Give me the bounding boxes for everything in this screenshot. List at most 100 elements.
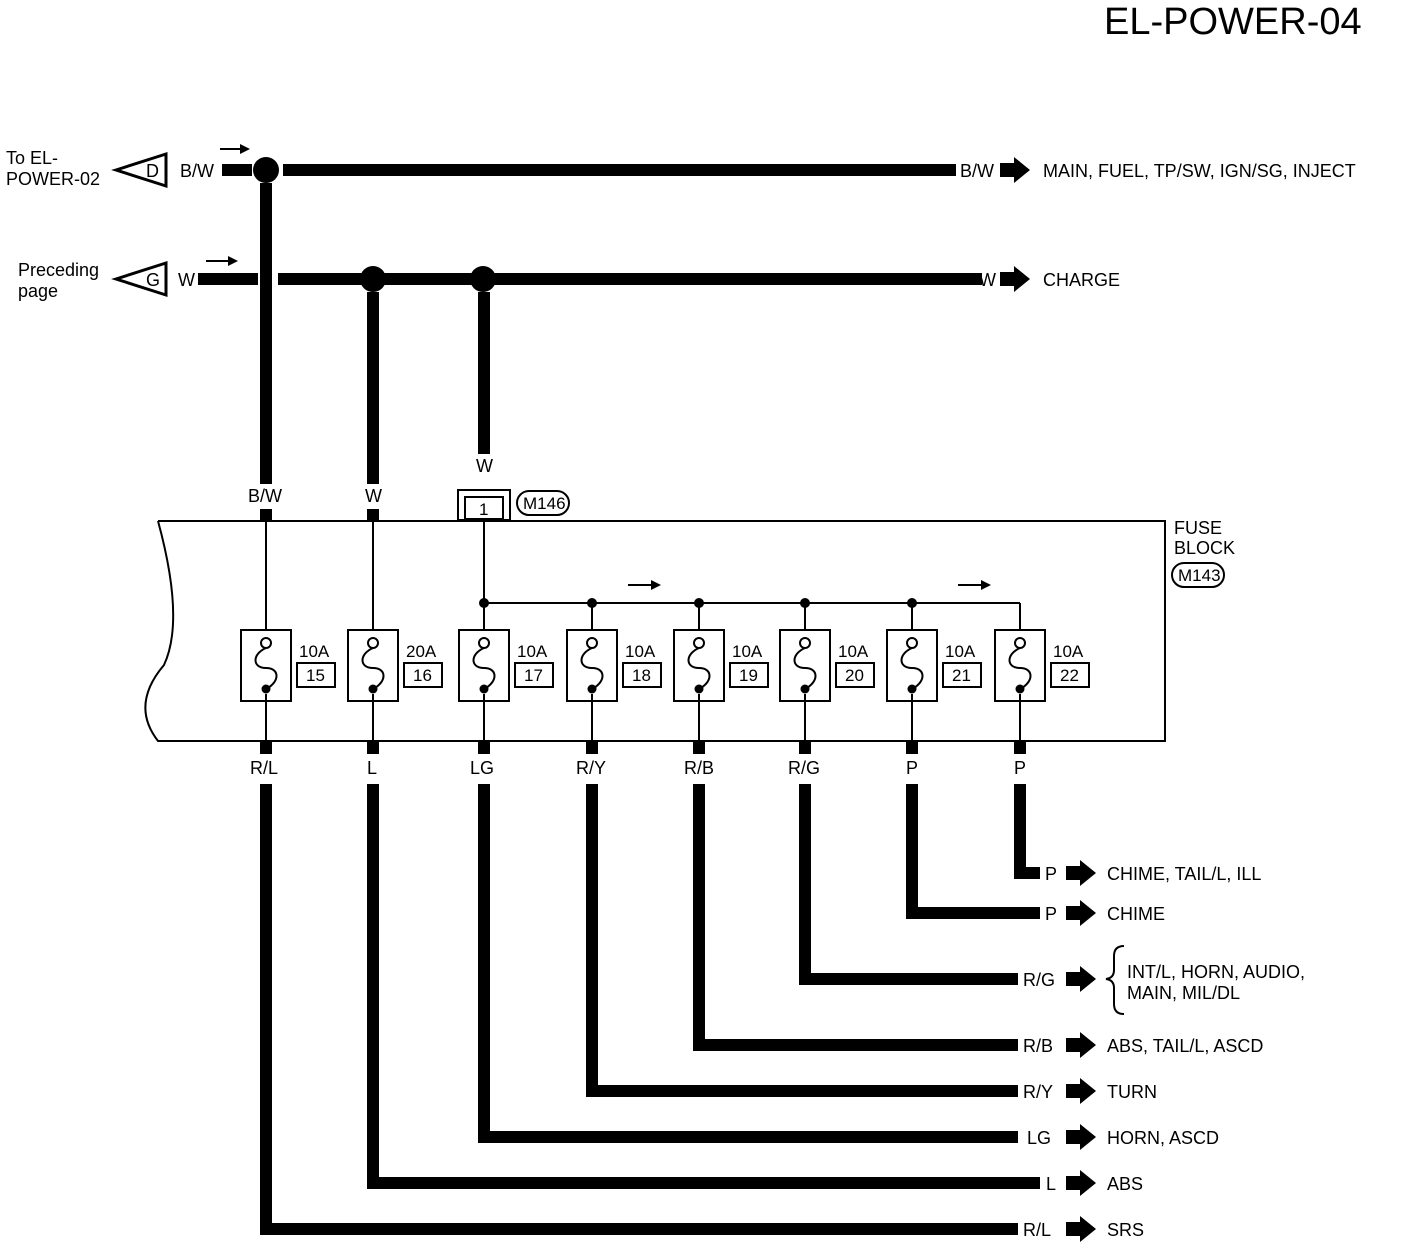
fuse-17-bottom-terminal	[479, 684, 489, 694]
fuse-22-bottom-terminal	[1015, 684, 1025, 694]
fuse-19-number: 19	[739, 666, 758, 685]
splice-w-1	[360, 266, 386, 292]
input-d-wire-label: B/W	[180, 161, 214, 181]
connector-d-letter: D	[146, 161, 159, 181]
fuse-17-output-terminal	[478, 741, 490, 754]
fuse-15-number-box	[296, 662, 336, 688]
fuse-21-number: 21	[952, 666, 971, 685]
connector-m146-badge	[516, 490, 570, 516]
terminal-bw	[260, 509, 272, 522]
fuse-15-number: 15	[306, 666, 325, 685]
fuse-block-outline	[144, 520, 1166, 742]
fuse-16-output-terminal	[367, 741, 379, 754]
fuse-17-rating: 10A	[517, 642, 548, 661]
output-charge-wire-label: W	[979, 270, 996, 290]
fuse-16-output-label: L	[367, 758, 377, 778]
fuse-21-rating: 10A	[945, 642, 976, 661]
fuse-21-element	[900, 647, 924, 690]
fuse-22-output-terminal	[1014, 741, 1026, 754]
fuse-20-output-terminal	[799, 741, 811, 754]
fuse-16-element	[361, 647, 385, 690]
connector-m146-pin-box	[464, 496, 504, 520]
output-8-wire-label: R/L	[1023, 1220, 1051, 1240]
fuse-18-top-terminal	[586, 637, 598, 649]
output-4-destination: ABS, TAIL/L, ASCD	[1107, 1036, 1263, 1056]
fuse-16-bottom-terminal	[368, 684, 378, 694]
output-4-wire-label: R/B	[1023, 1036, 1053, 1056]
fuse-block-connector-label: M143	[1178, 566, 1221, 585]
fuse-21-output-label: P	[906, 758, 918, 778]
fuse-15-output-terminal	[260, 741, 272, 754]
fuse-19-rating: 10A	[732, 642, 763, 661]
fuse-15-rating: 10A	[299, 642, 330, 661]
output-arrow-6	[1066, 1124, 1096, 1150]
output-6-destination: HORN, ASCD	[1107, 1128, 1219, 1148]
fuse-15-element	[254, 647, 278, 690]
page-title: EL-POWER-04	[1104, 1, 1362, 43]
fuse-19-bottom-terminal	[694, 684, 704, 694]
fuse-22-top-terminal	[1014, 637, 1026, 649]
fuse-15-output-label: R/L	[250, 758, 278, 778]
fuse-21-output-terminal	[906, 741, 918, 754]
fuse-20-rating: 10A	[838, 642, 869, 661]
output-arrow-3	[1066, 966, 1096, 992]
output-7-destination: ABS	[1107, 1174, 1143, 1194]
output-arrow-2	[1066, 900, 1096, 926]
fuse-block-label-line-1: FUSE	[1174, 518, 1222, 538]
fuse-22-number: 22	[1060, 666, 1079, 685]
output-5-destination: TURN	[1107, 1082, 1157, 1102]
output-arrow-8	[1066, 1216, 1096, 1242]
wire-l-16	[367, 784, 1040, 1189]
fuse-22-element	[1008, 647, 1032, 690]
fuse-16-number-box	[403, 662, 443, 688]
fuse-17-top-terminal	[478, 637, 490, 649]
bus-current-arrow-2-head	[981, 580, 991, 590]
fuse-18-output-terminal	[586, 741, 598, 754]
output-1-destination: CHIME, TAIL/L, ILL	[1107, 864, 1261, 884]
fuse-output-labels: R/L L LG R/Y R/B R/G P P	[250, 758, 1026, 778]
fuse-21-number-box	[942, 662, 982, 688]
output-arrow-5	[1066, 1078, 1096, 1104]
input-d-connector: To EL- POWER-02 D B/W	[6, 144, 250, 189]
wire-rg-20	[799, 784, 1018, 985]
output-arrow-7	[1066, 1170, 1096, 1196]
input-g-source-line-1: Preceding	[18, 260, 99, 280]
fuse-18-output-label: R/Y	[576, 758, 606, 778]
fuse-block-input-w-label: W	[365, 486, 382, 506]
splice-w-2	[470, 266, 496, 292]
output-6-wire-label: LG	[1027, 1128, 1051, 1148]
fuse-20-number: 20	[845, 666, 864, 685]
output-8-destination: SRS	[1107, 1220, 1144, 1240]
fuse-17-number: 17	[524, 666, 543, 685]
fuse-18-rating: 10A	[625, 642, 656, 661]
fuse-17-element	[472, 647, 496, 690]
input-g-wire-label: W	[178, 270, 195, 290]
output-3-wire-label: R/G	[1023, 970, 1055, 990]
fuse-17-output-label: LG	[470, 758, 494, 778]
fuse-16-rating: 20A	[406, 642, 437, 661]
fuse-18-number: 18	[632, 666, 651, 685]
output-arrow-1	[1066, 860, 1096, 886]
fuse-19-number-box	[729, 662, 769, 688]
splice-bw	[253, 157, 279, 183]
connector-arrow-d	[111, 151, 168, 189]
connector-m146-pin-number: 1	[479, 500, 488, 519]
fuse-18-bottom-terminal	[587, 684, 597, 694]
wire-lg-17	[478, 784, 1018, 1143]
fuse-16-top-terminal	[367, 637, 379, 649]
bus-current-arrow-1-head	[651, 580, 661, 590]
fuse-22-number-box	[1050, 662, 1090, 688]
connector-g-letter: G	[146, 270, 160, 290]
terminal-w	[367, 509, 379, 522]
splice-wire-label: W	[476, 456, 493, 476]
fuse-20-output-label: R/G	[788, 758, 820, 778]
fuse-21-top-terminal	[906, 637, 918, 649]
connector-m146: 1 M146	[457, 489, 570, 521]
